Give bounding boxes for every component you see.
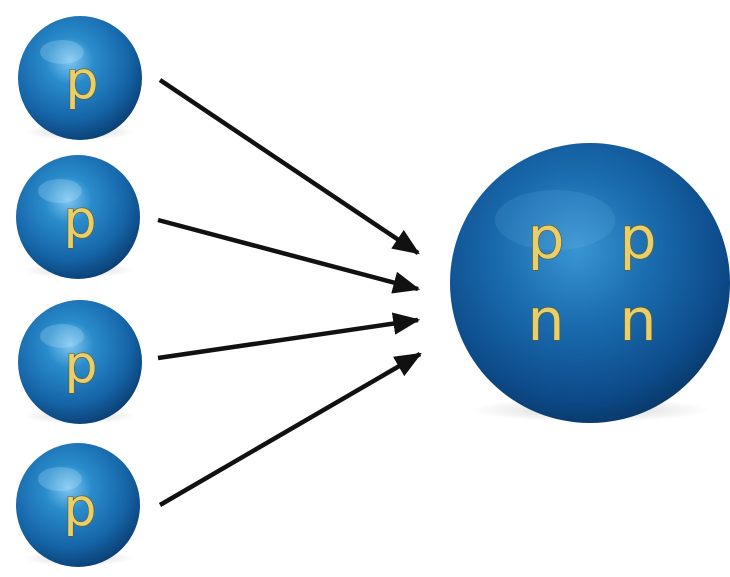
- arrow-2: [157, 217, 421, 294]
- proton-sphere: [18, 300, 142, 424]
- nucleus-neutron-label: n: [528, 286, 565, 354]
- proton-label: p: [63, 478, 96, 538]
- proton-3: p: [18, 300, 142, 424]
- proton-sphere: [18, 16, 142, 140]
- proton-label: p: [63, 190, 96, 250]
- arrow-1: [158, 78, 420, 255]
- proton-1: p: [18, 16, 142, 140]
- arrow-3: [157, 312, 421, 361]
- nucleus-proton-label: p: [620, 204, 657, 272]
- helium-nucleus: p p n n: [450, 143, 730, 423]
- nucleus-proton-label: p: [528, 204, 565, 272]
- nucleus-sphere: [450, 143, 730, 423]
- arrow-4: [158, 352, 422, 507]
- proton-2: p: [16, 155, 140, 279]
- proton-label: p: [64, 335, 97, 395]
- proton-sphere: [16, 443, 140, 567]
- proton-label: p: [65, 51, 98, 111]
- proton-sphere: [16, 155, 140, 279]
- nucleus-neutron-label: n: [620, 286, 657, 354]
- proton-4: p: [16, 443, 140, 567]
